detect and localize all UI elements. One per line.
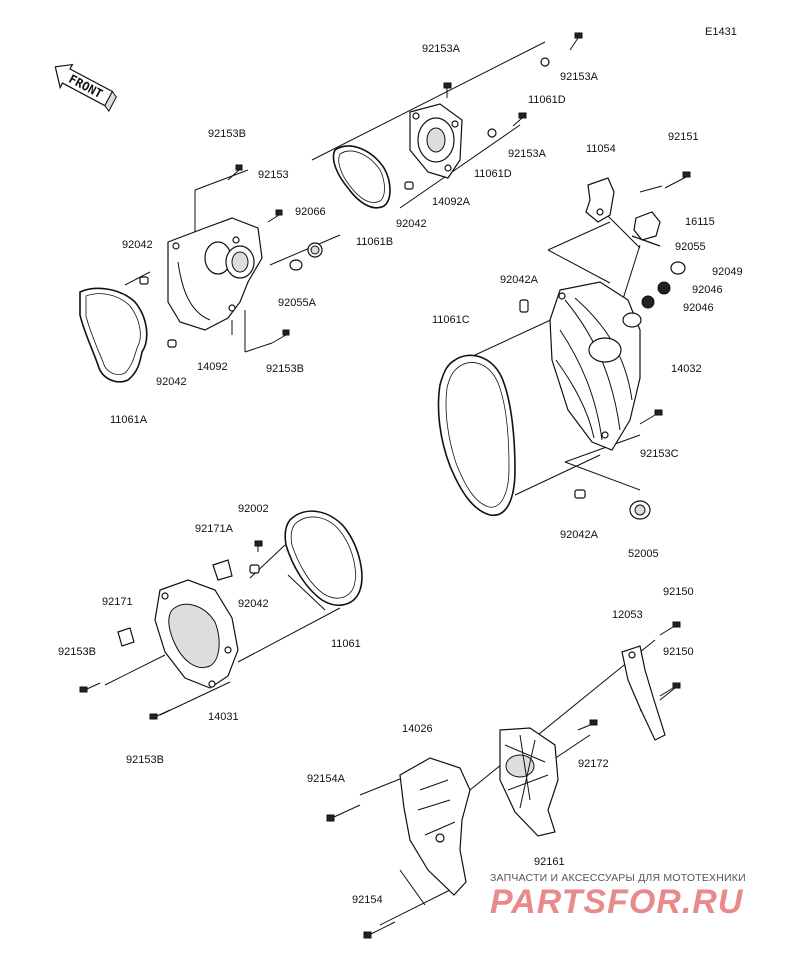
cover-14092: [167, 217, 263, 331]
bolt-icon: [254, 540, 263, 552]
part-label: 92153C: [640, 448, 679, 460]
part-label: 92153B: [126, 754, 164, 766]
watermark-brand: PARTSFOR.RU: [490, 883, 744, 921]
part-label: 92171: [102, 596, 133, 608]
part-label: 11061A: [110, 414, 148, 426]
part-label: 92153A: [422, 43, 461, 55]
part-label: 92153: [258, 169, 289, 181]
gasket-11061: [284, 510, 363, 606]
part-label: 92172: [578, 758, 609, 770]
part-label: 92150: [663, 646, 694, 658]
bolt-icon: [664, 171, 691, 189]
part-label: 52005: [628, 548, 659, 560]
part-label: 12053: [612, 609, 643, 621]
part-label: 92171A: [195, 523, 234, 535]
bolt-icon: [149, 709, 171, 720]
part-label: 16115: [685, 216, 715, 228]
part-label: 92042A: [500, 274, 539, 286]
bolt-icon: [577, 719, 598, 731]
cover-14032: [549, 281, 642, 451]
part-label: 92042: [238, 598, 269, 610]
part-label: 92154: [352, 894, 383, 906]
guard-92161: [499, 727, 559, 837]
bolt-icon: [79, 682, 101, 693]
bolt-icon: [267, 209, 283, 223]
part-label: 11061: [331, 638, 361, 650]
part-label: 92042: [122, 239, 153, 251]
cover-14031: [117, 559, 239, 689]
part-label: 92153A: [560, 71, 599, 83]
bolts: [79, 32, 691, 939]
part-label: 92154A: [307, 773, 346, 785]
part-label: 92153B: [58, 646, 96, 658]
gasket-11061a: [79, 287, 148, 383]
bolt-icon: [227, 164, 243, 181]
part-label: 14032: [671, 363, 702, 375]
plug-16115: [631, 211, 661, 247]
bolt-icon: [569, 32, 583, 51]
part-label: 11061B: [356, 236, 393, 248]
part-label: 11054: [586, 143, 616, 155]
part-label: 92055A: [278, 297, 317, 309]
gasket-11061c: [437, 354, 516, 517]
part-label: 11061C: [432, 314, 470, 326]
part-label: 14092: [197, 361, 228, 373]
part-label: 14026: [402, 723, 433, 735]
part-label: 92150: [663, 586, 694, 598]
part-label: 92066: [295, 206, 326, 218]
part-label: 92153A: [508, 148, 547, 160]
bolt-icon: [326, 804, 361, 822]
part-label: 92161: [534, 856, 565, 868]
bolt-icon: [659, 682, 681, 697]
part-label: 92153B: [208, 128, 246, 140]
bolt-icon: [512, 112, 527, 127]
part-label: 92042: [156, 376, 187, 388]
part-label: 92046: [683, 302, 714, 314]
part-label: 92046: [692, 284, 723, 296]
leader-lines: [104, 41, 676, 926]
part-label: 92042: [396, 218, 427, 230]
bolt-icon: [271, 329, 290, 344]
part-label: 92151: [668, 131, 699, 143]
bolt-icon: [639, 409, 663, 425]
part-label: 11061D: [474, 168, 512, 180]
guard-14026: [399, 757, 471, 896]
part-label: 92042A: [560, 529, 599, 541]
part-label: 11061D: [528, 94, 566, 106]
bolt-icon: [443, 82, 452, 98]
bolt-icon: [659, 621, 681, 636]
front-arrow-icon: FRONT: [54, 63, 117, 113]
bracket-11054: [585, 177, 615, 223]
part-label: 14092A: [432, 196, 471, 208]
front-label: FRONT: [67, 72, 105, 101]
part-labels: 92153A 92153A 11061D 92153B 92153 92153A…: [58, 43, 743, 906]
part-label: 14031: [208, 711, 239, 723]
diagram-code: E1431: [705, 26, 737, 38]
part-label: 92002: [238, 503, 269, 515]
watermark: ЗАПЧАСТИ И АКСЕССУАРЫ ДЛЯ МОТОТЕХНИКИ PA…: [490, 872, 746, 921]
watermark-tagline: ЗАПЧАСТИ И АКСЕССУАРЫ ДЛЯ МОТОТЕХНИКИ: [490, 872, 746, 884]
part-label: 92055: [675, 241, 706, 253]
bolt-icon: [363, 921, 396, 939]
small-parts: [139, 57, 686, 574]
part-label: 92049: [712, 266, 743, 278]
gasket-11061b: [332, 145, 391, 209]
cover-14092a: [409, 103, 463, 179]
bracket-12053: [621, 645, 666, 741]
part-label: 92153B: [266, 363, 304, 375]
